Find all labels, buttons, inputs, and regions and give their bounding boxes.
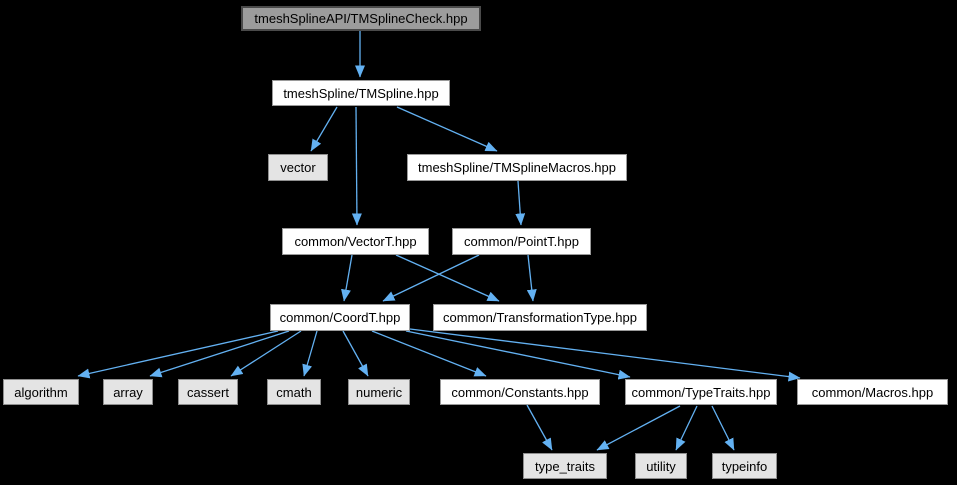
edge-tmspline-to-vector: [310, 106, 338, 152]
node-tmspline-check: tmeshSplineAPI/TMSplineCheck.hpp: [241, 6, 481, 31]
edge-typetraits-to-utility: [675, 405, 698, 451]
edge-coordt-to-array: [149, 330, 290, 378]
node-typetraits[interactable]: common/TypeTraits.hpp: [625, 379, 777, 405]
node-constants[interactable]: common/Constants.hpp: [440, 379, 600, 405]
edge-tmspline-to-tmspline-macros: [396, 106, 498, 152]
edge-typetraits-to-typeinfo: [711, 405, 735, 451]
edge-pointt-to-transformation-type: [526, 254, 537, 302]
node-utility: utility: [635, 453, 687, 479]
edge-coordt-to-numeric: [342, 330, 369, 377]
edge-coordt-to-cmath: [302, 330, 318, 377]
node-cmath: cmath: [267, 379, 321, 405]
node-array: array: [103, 379, 153, 405]
edge-tmspline-macros-to-pointt: [515, 180, 526, 226]
node-tmspline-macros[interactable]: tmeshSpline/TMSplineMacros.hpp: [407, 154, 627, 181]
edge-pointt-to-coordt: [382, 254, 480, 302]
node-pointt[interactable]: common/PointT.hpp: [452, 228, 591, 255]
node-tmspline[interactable]: tmeshSpline/TMSpline.hpp: [272, 80, 450, 106]
edge-coordt-to-constants: [371, 330, 487, 377]
edge-coordt-to-typetraits: [405, 330, 631, 380]
node-vector: vector: [268, 154, 328, 181]
node-coordt[interactable]: common/CoordT.hpp: [270, 304, 410, 331]
edge-tmspline-to-vectort: [351, 106, 362, 226]
node-typeinfo: typeinfo: [712, 453, 777, 479]
edge-vectort-to-transformation-type: [395, 254, 500, 302]
node-cassert: cassert: [178, 379, 238, 405]
edge-coordt-to-cassert: [230, 330, 302, 377]
edge-constants-to-type-traits: [526, 404, 553, 451]
node-algorithm: algorithm: [3, 379, 79, 405]
node-transformation-type[interactable]: common/TransformationType.hpp: [433, 304, 647, 331]
node-type-traits: type_traits: [523, 453, 607, 479]
node-numeric: numeric: [348, 379, 410, 405]
node-vectort[interactable]: common/VectorT.hpp: [282, 228, 429, 255]
edge-coordt-to-macros: [409, 328, 801, 382]
edge-vectort-to-coordt: [341, 254, 353, 302]
edge-typetraits-to-type-traits: [596, 405, 681, 451]
node-macros[interactable]: common/Macros.hpp: [797, 379, 948, 405]
edge-coordt-to-algorithm: [77, 330, 279, 379]
